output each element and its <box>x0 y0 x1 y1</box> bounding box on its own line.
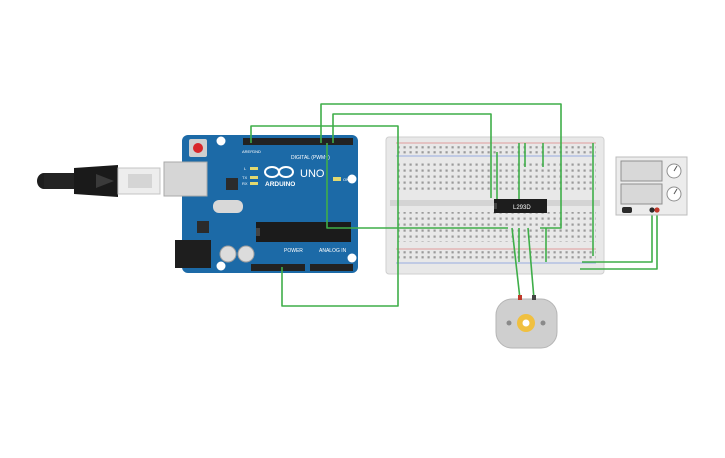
gnd-label: GND <box>252 149 261 154</box>
led-tx-label: TX <box>242 175 247 180</box>
usb-port[interactable] <box>163 161 208 197</box>
wire-2[interactable] <box>320 103 562 229</box>
voltage-display <box>620 160 663 182</box>
terminal-red[interactable] <box>654 207 660 213</box>
wires <box>250 103 658 307</box>
aref-label: AREF <box>242 149 253 154</box>
crystal-oscillator <box>213 200 243 213</box>
arduino-uno-board[interactable]: ARDUINO UNO DIGITAL (PWM~) AREF GND L TX… <box>163 135 358 273</box>
top-power-rail[interactable] <box>396 145 596 155</box>
regulator-chip <box>197 221 209 233</box>
motor-terminal-positive[interactable] <box>518 295 522 300</box>
power-jack[interactable] <box>175 240 211 268</box>
current-display <box>620 183 663 205</box>
bottom-power-rail[interactable] <box>396 251 596 261</box>
wire-15[interactable] <box>580 211 658 270</box>
atmega-chip <box>256 222 351 242</box>
analog-header[interactable] <box>310 264 353 271</box>
led-on-label: ON <box>343 177 349 182</box>
power-label: POWER <box>284 248 303 254</box>
led-tx <box>250 176 258 179</box>
power-switch[interactable] <box>622 207 632 213</box>
board-model-label: UNO <box>300 168 325 180</box>
capacitor-2 <box>237 245 255 263</box>
led-rx <box>250 182 258 185</box>
arduino-logo-text: ARDUINO <box>265 181 295 188</box>
wire-4[interactable] <box>326 143 508 229</box>
usb-cable[interactable] <box>37 165 161 197</box>
wire-11[interactable] <box>527 227 535 300</box>
digital-header[interactable] <box>243 138 353 145</box>
wire-3[interactable] <box>332 113 492 198</box>
led-on <box>333 177 341 181</box>
power-supply[interactable] <box>615 156 688 216</box>
arduino-logo-icon <box>264 166 294 178</box>
capacitor-1 <box>219 245 237 263</box>
wire-14[interactable] <box>582 211 653 263</box>
wire-10[interactable] <box>511 227 521 300</box>
analog-in-label: ANALOG IN <box>319 248 347 254</box>
top-terminal-strip[interactable] <box>396 162 596 192</box>
reset-button-cap[interactable] <box>193 143 203 153</box>
chip-label: L293D <box>513 205 531 211</box>
power-header[interactable] <box>251 264 305 271</box>
terminal-black[interactable] <box>649 207 655 213</box>
bottom-terminal-strip[interactable] <box>396 212 596 242</box>
l293d-chip[interactable]: L293D <box>494 199 547 213</box>
led-l <box>250 167 258 170</box>
digital-pwm-label: DIGITAL (PWM~) <box>291 155 330 161</box>
usb-chip <box>226 178 238 190</box>
motor-terminal-negative[interactable] <box>532 295 536 300</box>
wire-1[interactable] <box>250 125 399 307</box>
led-rx-label: RX <box>242 181 248 186</box>
dc-motor[interactable] <box>495 295 558 349</box>
led-l-label: L <box>244 166 247 171</box>
